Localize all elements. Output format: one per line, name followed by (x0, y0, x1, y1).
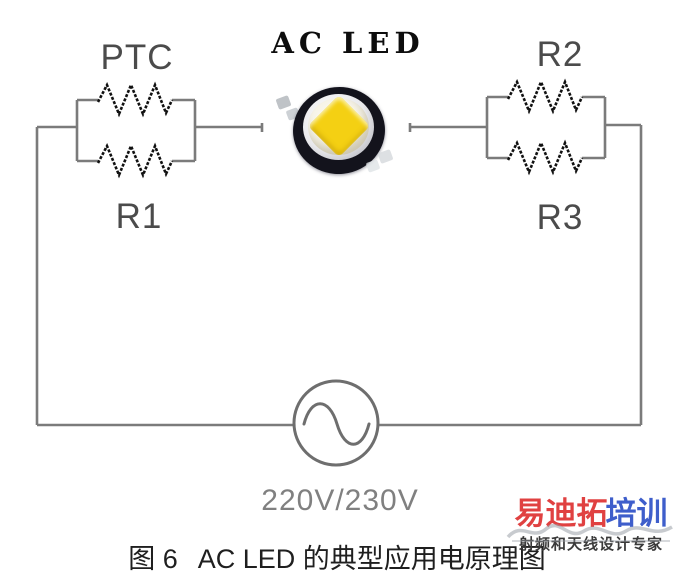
resistor-zigzag-r1 (96, 142, 174, 179)
watermark: 易迪拓培训 射频和天线设计专家 (502, 497, 680, 554)
label-r1: R1 (115, 197, 163, 236)
led-photo (275, 82, 394, 179)
source-voltage-label: 220V/230V (261, 484, 419, 517)
watermark-brand-blue: 培训 (605, 496, 668, 531)
resistor-zigzag-r2 (506, 78, 584, 115)
watermark-tagline: 射频和天线设计专家 (518, 536, 663, 553)
wire-path (35, 95, 643, 427)
watermark-brand: 易迪拓培训 (502, 496, 680, 542)
figure-caption: 图 6 AC LED 的典型应用电原理图 (128, 537, 546, 576)
label-r3: R3 (536, 198, 584, 237)
solder-pad-icon (365, 159, 381, 173)
label-r2: R2 (536, 35, 584, 74)
resistor-zigzag-r3 (506, 139, 584, 176)
figure-number: 图 6 (128, 544, 178, 574)
ac-led-title: AC LED (271, 26, 425, 60)
sine-wave-icon (302, 402, 371, 446)
figure-caption-text: AC LED 的典型应用电原理图 (197, 544, 546, 574)
label-ptc: PTC (100, 38, 174, 77)
watermark-brand-red: 易迪拓 (514, 496, 608, 531)
resistor-zigzag-ptc (96, 81, 174, 118)
